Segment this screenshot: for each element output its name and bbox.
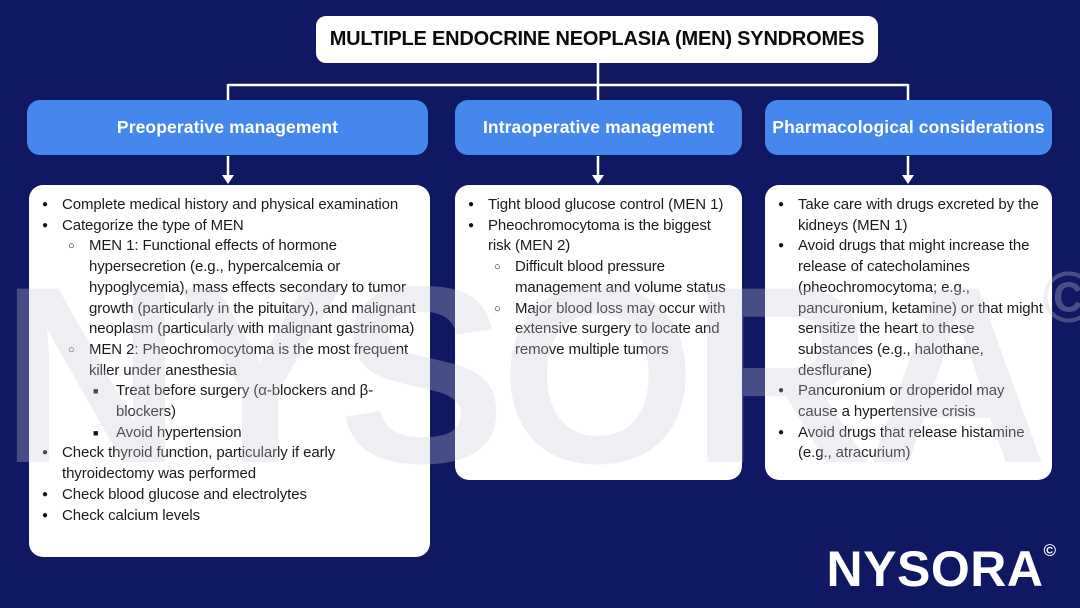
column-header-label: Pharmacological considerations [772, 117, 1045, 137]
list-item-text: Categorize the type of MEN [62, 216, 244, 234]
list-item: ● Categorize the type of MEN [42, 216, 422, 237]
list-item-text: Take care with drugs excreted by the kid… [798, 196, 1039, 234]
list-item: ● Take care with drugs excreted by the ki… [778, 195, 1044, 236]
list-item-text: Pheochromocytoma is the biggest risk (ME… [488, 216, 711, 255]
square-icon: ■ [93, 427, 99, 438]
title-box: MULTIPLE ENDOCRINE NEOPLASIA (MEN) SYNDR… [316, 16, 878, 63]
column-header-label: Intraoperative management [482, 117, 715, 137]
list-item: ● Tight blood glucose control (MEN 1) [468, 195, 734, 216]
column-header-pharmacological: Pharmacological considerations [765, 100, 1052, 155]
bullet-icon: ● [778, 426, 784, 438]
list-item: ● Avoid drugs that release histamine (e.g… [778, 423, 1044, 464]
content-box-intraoperative: ● Tight blood glucose control (MEN 1) ● Phe… [455, 185, 742, 480]
bullet-icon: ● [42, 199, 48, 210]
list-item: ● Complete medical history and physical e… [42, 195, 422, 216]
column-header-intraoperative: Intraoperative management [455, 100, 742, 155]
list-item: ○ Difficult blood pressure management and… [494, 257, 734, 298]
list-item: ■ Treat before surgery (α-blockers and β-… [93, 381, 422, 422]
circle-icon: ○ [494, 261, 501, 274]
circle-icon: ○ [68, 343, 75, 356]
list-item-text: Treat before surgery (α-blockers and β-b… [116, 382, 374, 421]
circle-icon: ○ [68, 240, 75, 253]
list-item-text: Difficult blood pressure management and … [515, 258, 726, 296]
bullet-list: ● Take care with drugs excreted by the ki… [765, 195, 1044, 464]
bullet-list: ● Tight blood glucose control (MEN 1) ● Phe… [455, 195, 734, 361]
bullet-icon: ● [468, 219, 474, 231]
logo-text: NYSORA [826, 541, 1044, 597]
bullet-icon: ● [778, 385, 784, 397]
list-item: ○ MEN 1: Functional effects of hormone hy… [68, 236, 422, 340]
content-box-pharmacological: ● Take care with drugs excreted by the ki… [765, 185, 1052, 480]
list-item: ■ Avoid hypertension [93, 423, 422, 444]
list-item-text: Avoid hypertension [116, 423, 242, 441]
bullet-icon: ● [778, 240, 784, 252]
list-item: ● Pheochromocytoma is the biggest risk (M… [468, 216, 734, 257]
bullet-icon: ● [778, 199, 784, 210]
list-item: ● Pancuronium or droperidol may cause a h… [778, 381, 1044, 422]
list-item-text: Pancuronium or droperidol may cause a hy… [798, 382, 1005, 421]
bullet-icon: ● [468, 199, 474, 210]
content-box-preoperative: ● Complete medical history and physical e… [29, 185, 430, 557]
list-item-text: Major blood loss may occur with extensiv… [515, 299, 726, 358]
page-title: MULTIPLE ENDOCRINE NEOPLASIA (MEN) SYNDR… [329, 28, 865, 50]
bullet-icon: ● [42, 509, 48, 521]
list-item: ○ Major blood loss may occur with extensi… [494, 299, 734, 361]
list-item: ● Check thyroid function, particularly if… [42, 443, 422, 484]
list-item-text: Avoid drugs that might increase the rele… [798, 237, 1043, 379]
list-item: ○ MEN 2: Pheochromocytoma is the most fre… [68, 340, 422, 381]
list-item-text: Tight blood glucose control (MEN 1) [488, 196, 724, 213]
bullet-icon: ● [42, 219, 48, 231]
list-item-text: MEN 2: Pheochromocytoma is the most freq… [89, 340, 409, 379]
list-item-text: MEN 1: Functional effects of hormone hyp… [89, 237, 416, 338]
list-item: ● Check blood glucose and electrolytes [42, 485, 422, 506]
list-item-text: Complete medical history and physical ex… [62, 196, 399, 213]
bullet-icon: ● [42, 447, 48, 459]
list-item-text: Check calcium levels [62, 506, 201, 524]
nysora-logo: NYSORA© [827, 542, 1056, 594]
list-item-text: Check thyroid function, particularly if … [62, 444, 336, 483]
bullet-icon: ● [42, 488, 48, 500]
square-icon: ■ [93, 386, 99, 397]
column-header-preoperative: Preoperative management [27, 100, 428, 155]
arrow-down-icon [222, 175, 914, 184]
copyright-icon: © [1043, 541, 1056, 560]
list-item-text: Avoid drugs that release histamine (e.g.… [798, 423, 1025, 462]
bullet-list: ● Complete medical history and physical e… [29, 195, 422, 526]
circle-icon: ○ [494, 302, 501, 315]
column-header-label: Preoperative management [116, 117, 339, 137]
list-item-text: Check blood glucose and electrolytes [62, 485, 307, 503]
list-item: ● Avoid drugs that might increase the rel… [778, 236, 1044, 381]
list-item: ● Check calcium levels [42, 506, 422, 527]
